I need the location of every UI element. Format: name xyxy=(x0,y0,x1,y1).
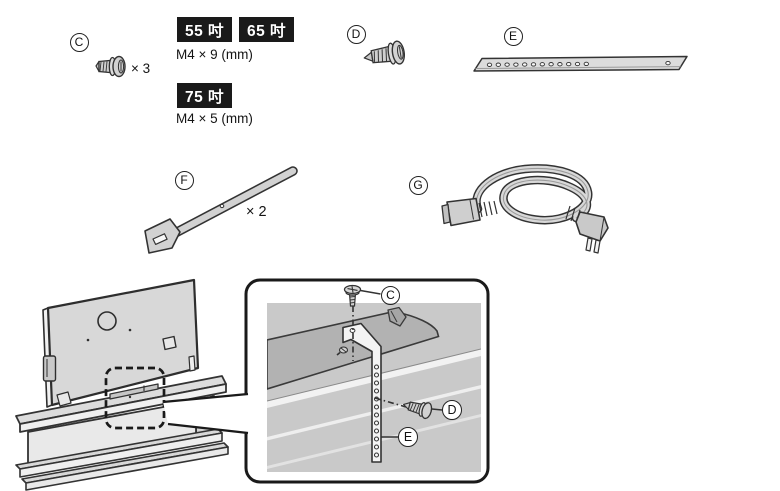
pedestal-base xyxy=(109,383,159,400)
part-label-c: C xyxy=(69,32,89,52)
part-c-quantity: × 3 xyxy=(131,61,151,76)
screw-spec-m4x9: M4 × 9 (mm) xyxy=(176,47,253,62)
screw-spec-m4x5: M4 × 5 (mm) xyxy=(176,111,253,126)
tv-stand-illustration xyxy=(15,278,229,491)
callout-wedge xyxy=(163,394,248,433)
cable-tie-icon xyxy=(144,166,298,254)
power-cord-icon xyxy=(441,164,609,254)
part-label-f: F xyxy=(174,170,194,190)
tapping-screw-icon xyxy=(363,40,406,65)
callout-label-e: E xyxy=(398,427,418,447)
callout-screw-d xyxy=(402,401,433,420)
part-label-d: D xyxy=(346,24,366,44)
part-label-g: G xyxy=(408,175,428,195)
callout-screw-c xyxy=(343,284,362,307)
size-badge-75: 75 吋 xyxy=(177,83,232,108)
callout-label-d: D xyxy=(442,400,462,420)
size-badge-55: 55 吋 xyxy=(177,17,232,42)
perforated-strip-icon xyxy=(473,55,688,72)
part-f-quantity: × 2 xyxy=(246,204,267,220)
flange-screw-icon xyxy=(95,55,126,78)
callout-label-c: C xyxy=(381,285,400,305)
small-screw-on-base xyxy=(336,346,349,356)
detail-callout xyxy=(162,278,490,484)
size-badge-65: 65 吋 xyxy=(239,17,294,42)
part-label-e: E xyxy=(503,26,523,46)
